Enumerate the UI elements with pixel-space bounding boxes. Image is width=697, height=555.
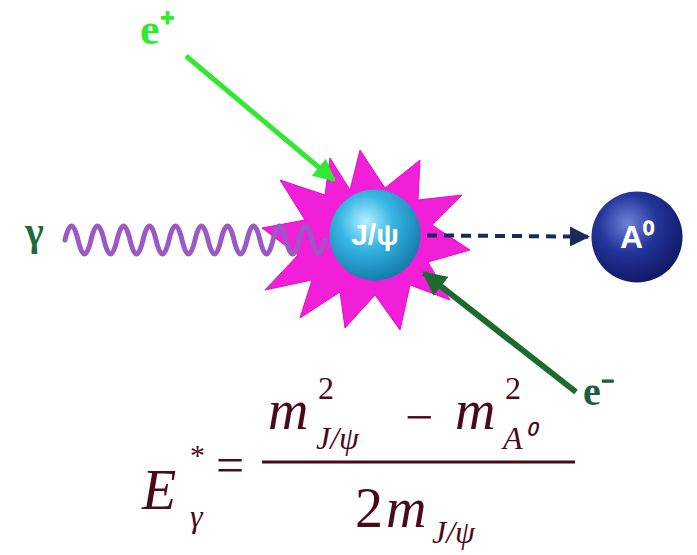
formula-subscript: J/ψ — [316, 422, 359, 454]
particle-circle: A⁰ — [591, 191, 683, 283]
formula-symbol: E — [142, 462, 176, 518]
particle-label: e⁻ — [583, 372, 615, 412]
particle-name: A⁰ — [591, 191, 683, 283]
formula-symbol: m — [386, 480, 426, 536]
starburst — [262, 150, 470, 330]
fraction-bar — [262, 461, 575, 464]
formula-operator: − — [405, 392, 433, 442]
formula-superscript: 2 — [318, 372, 334, 404]
formula-subscript: J/ψ — [432, 516, 475, 548]
particle-label: e⁺ — [140, 8, 175, 52]
formula-symbol: m — [455, 382, 495, 438]
formula-operator: = — [216, 440, 244, 490]
formula-subscript: γ — [190, 500, 203, 532]
particle-circle: J/ψ — [329, 189, 421, 281]
photon-wave — [65, 226, 325, 254]
particle-label: γ — [25, 212, 44, 252]
formula-superscript: * — [190, 440, 205, 470]
circle-fill — [591, 191, 682, 282]
formula-symbol: m — [268, 382, 308, 438]
formula-symbol: 2 — [355, 480, 383, 536]
decay-arrow — [427, 235, 588, 236]
formula-superscript: 2 — [505, 372, 521, 404]
circle-fill — [329, 189, 420, 280]
positron-arrow — [186, 56, 334, 180]
electron-arrow — [424, 273, 576, 392]
particle-name: J/ψ — [329, 189, 421, 281]
formula-subscript: A⁰ — [503, 422, 534, 454]
